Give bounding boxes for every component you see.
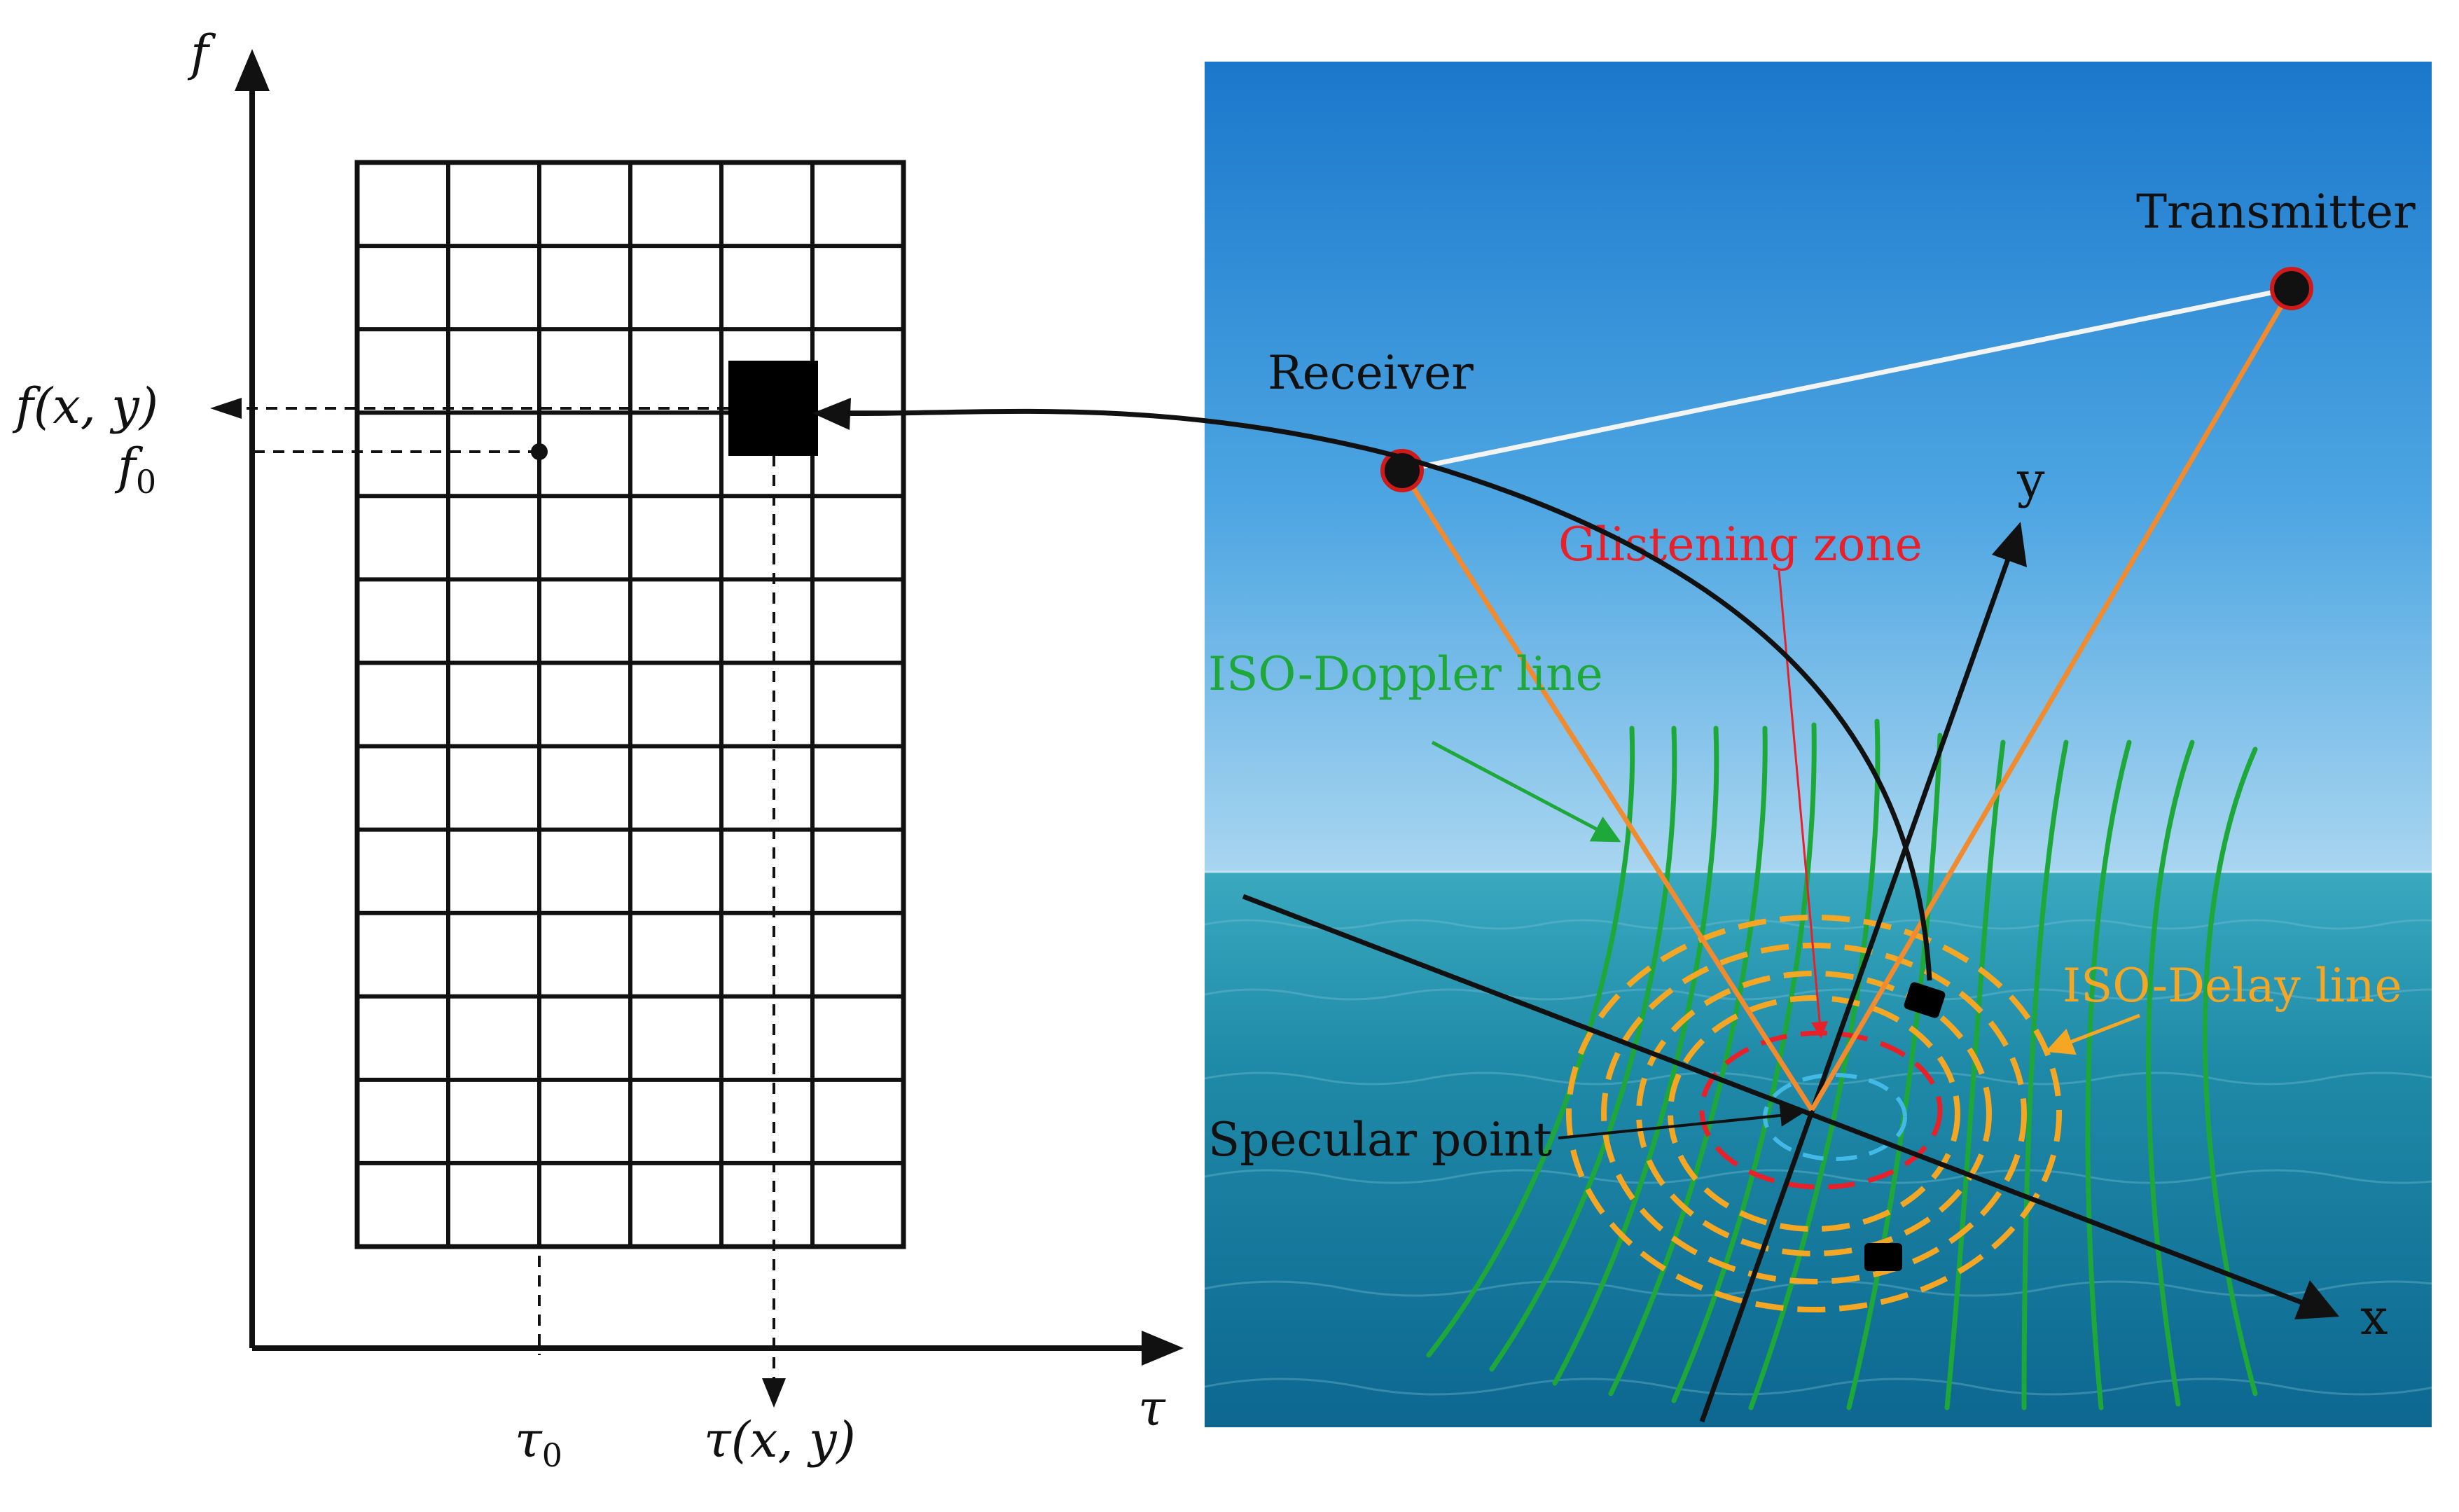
iso-doppler-lines [1426, 719, 2258, 1410]
x-axis-arrowhead [2294, 1280, 2339, 1319]
tau-axis-label: τ [1138, 1380, 1166, 1437]
glistening-zone-pointer [1778, 570, 1829, 1039]
iso-delay-pointer [2045, 1013, 2140, 1055]
tau0-label: τ0 [515, 1411, 562, 1474]
iso-doppler-label: ISO-Doppler line [1208, 647, 1603, 701]
receiver-label: Receiver [1268, 346, 1474, 400]
scattering-cell-lower [1864, 1243, 1902, 1271]
ocean-scene: Transmitter Receiver Glistening zone ISO… [1205, 62, 2432, 1427]
mapping-arrowhead [812, 398, 851, 430]
specular-point-pointer [1558, 1104, 1803, 1139]
iso-delay-lines [1566, 915, 2062, 1312]
incident-ray [1809, 287, 2294, 1111]
transmitter-label: Transmitter [2136, 185, 2416, 239]
tau-xy-guide-arrowhead [762, 1378, 786, 1408]
y-axis-arrowhead [1992, 522, 2027, 567]
delay-doppler-grid [354, 160, 906, 1249]
x-axis-label: x [2360, 1289, 2388, 1346]
mapping-arrow [822, 408, 1932, 981]
x-axis-line [1242, 894, 2313, 1309]
f-axis-label: f [187, 25, 216, 82]
y-axis-label: y [2016, 452, 2045, 509]
delay-doppler-map: f τ f(x, y) f0 τ0 τ(x, y) [12, 25, 1184, 1474]
tau0-label-main: τ [515, 1411, 543, 1469]
f0-label: f0 [114, 438, 156, 501]
transmitter-marker [2270, 267, 2313, 310]
y-axis-line [1699, 552, 2013, 1423]
reference-point [531, 443, 548, 460]
f-axis-arrowhead [235, 49, 270, 91]
tau-xy-label: τ(x, y) [704, 1411, 856, 1469]
scattering-cell [1904, 982, 1946, 1018]
tau-axis-arrowhead [1142, 1331, 1184, 1366]
iso-doppler-pointer [1431, 740, 1621, 842]
iso-delay-label: ISO-Delay line [2063, 959, 2402, 1013]
highlighted-cell [728, 361, 818, 456]
f-xy-label: f(x, y) [12, 377, 158, 435]
glistening-zone-label: Glistening zone [1558, 518, 1923, 571]
tau0-label-subscript: 0 [542, 1436, 562, 1474]
f0-label-subscript: 0 [136, 463, 156, 501]
direct-path [1401, 286, 2292, 473]
f-xy-guide-arrowhead [210, 398, 242, 419]
reflected-ray [1400, 469, 1814, 1111]
sea-background [1205, 872, 2432, 1427]
specular-point-label: Specular point [1208, 1113, 1552, 1167]
